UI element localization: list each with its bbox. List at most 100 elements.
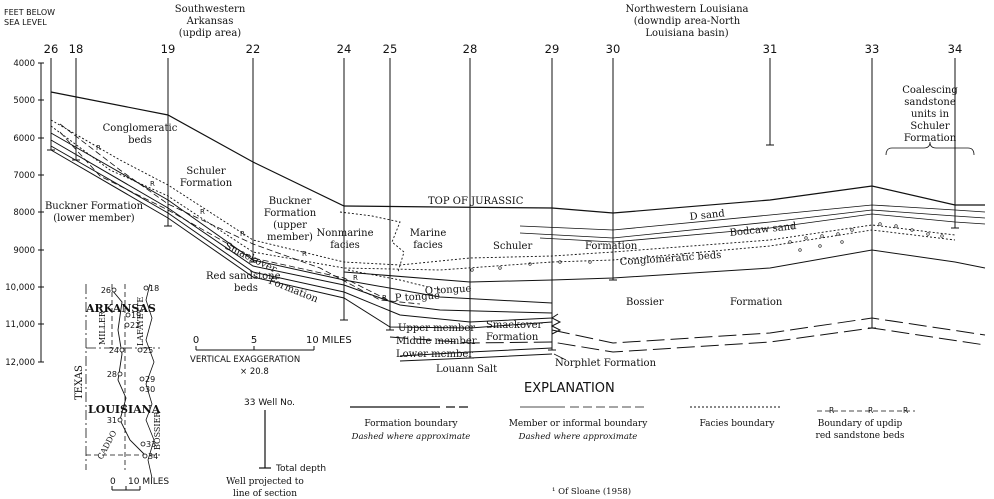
conglomerate-dot xyxy=(926,232,930,236)
axis-tick-label: 7000 xyxy=(13,171,35,181)
well-number: 18 xyxy=(69,42,84,56)
depth-axis: FEET BELOW SEA LEVEL 4000500060007000800… xyxy=(4,8,55,368)
svg-text:Smackover: Smackover xyxy=(486,320,543,331)
map-well-label: 18 xyxy=(149,284,159,293)
conglomerate-dot xyxy=(910,228,914,232)
svg-text:1: 1 xyxy=(791,224,795,231)
svg-text:Marine: Marine xyxy=(410,228,447,239)
coalescing-brace xyxy=(885,141,975,156)
conglomerate-dot xyxy=(470,268,474,272)
svg-text:(updip area): (updip area) xyxy=(179,28,242,39)
nw-region-title: Northwestern Louisiana xyxy=(626,4,749,15)
well-number: 25 xyxy=(383,42,398,56)
well-number: 24 xyxy=(337,42,352,56)
axis-tick-label: 9000 xyxy=(13,246,35,256)
svg-text:Schuler: Schuler xyxy=(493,241,532,252)
svg-text:VERTICAL EXAGGERATION: VERTICAL EXAGGERATION xyxy=(190,355,300,365)
map-well-dot xyxy=(140,441,146,447)
svg-text:units in: units in xyxy=(911,109,950,120)
r-symbol: R xyxy=(150,180,155,188)
svg-text:sandstone: sandstone xyxy=(904,97,956,108)
svg-text:Louisiana basin): Louisiana basin) xyxy=(645,28,728,39)
svg-text:Formation: Formation xyxy=(264,208,317,219)
r-symbol: R xyxy=(382,294,387,302)
svg-text:member): member) xyxy=(267,232,313,243)
conglomerate-dot xyxy=(558,260,562,264)
map-well-label: 31 xyxy=(107,416,117,425)
map-well-dot xyxy=(117,417,123,423)
svg-text:Middle member: Middle member xyxy=(396,336,477,347)
svg-text:Conglomeratic: Conglomeratic xyxy=(103,123,178,134)
map-well-label: 22 xyxy=(130,321,140,330)
svg-text:Louann Salt: Louann Salt xyxy=(436,364,497,375)
base-buckner-line xyxy=(50,132,553,304)
svg-text:P tongue: P tongue xyxy=(395,291,441,304)
bodcaw-line xyxy=(519,209,986,239)
svg-text:R: R xyxy=(829,406,834,415)
svg-text:× 20.8: × 20.8 xyxy=(240,367,269,377)
svg-text:10 MILES: 10 MILES xyxy=(128,477,169,487)
conglomerate-dot xyxy=(588,260,592,264)
map-well-dot xyxy=(139,386,145,392)
svg-text:Formation: Formation xyxy=(585,241,638,252)
axis-title-line2: SEA LEVEL xyxy=(4,18,47,27)
axis-title-line1: FEET BELOW xyxy=(4,8,55,17)
map-well-label: 28 xyxy=(107,370,117,379)
horizontal-scale: 0 5 10 MILES VERTICAL EXAGGERATION × 20.… xyxy=(190,335,352,377)
svg-text:Conglomeratic beds: Conglomeratic beds xyxy=(619,250,721,268)
svg-text:(lower member): (lower member) xyxy=(53,213,135,224)
region-headings: Southwestern Arkansas (updip area) North… xyxy=(175,4,749,39)
svg-text:facies: facies xyxy=(330,240,360,251)
svg-text:33 Well No.: 33 Well No. xyxy=(244,398,295,408)
svg-text:Schuler: Schuler xyxy=(186,166,225,177)
svg-text:Nonmarine: Nonmarine xyxy=(317,228,374,239)
conglomerate-dot xyxy=(836,232,840,236)
svg-text:Well projected to: Well projected to xyxy=(226,477,304,487)
explanation: EXPLANATION 33 Well No. Total depth Well… xyxy=(226,381,915,499)
smackover-base-line xyxy=(50,149,553,329)
map-well-dot xyxy=(124,322,130,328)
svg-text:Upper member: Upper member xyxy=(398,323,475,334)
map-well-dot xyxy=(117,371,123,377)
axis-tick-label: 11,000 xyxy=(5,320,35,330)
axis-ticks: 40005000600070008000900010,00011,00012,0… xyxy=(5,59,44,368)
conglomerate-dot xyxy=(498,266,502,270)
conglomerate-dot xyxy=(528,262,532,266)
well-number: 19 xyxy=(161,42,176,56)
formation-boundaries xyxy=(50,91,986,362)
svg-text:ARKANSAS: ARKANSAS xyxy=(85,302,156,315)
salt-line xyxy=(399,353,553,362)
well-number: 30 xyxy=(606,42,621,56)
axis-tick-label: 4000 xyxy=(13,59,35,69)
conglomerate-dot xyxy=(850,228,854,232)
top-of-jurassic-line xyxy=(50,91,985,214)
r-symbol: R xyxy=(96,144,101,152)
map-well-dot xyxy=(143,285,149,291)
svg-text:red sandstone beds: red sandstone beds xyxy=(816,431,905,441)
axis-tick-label: 6000 xyxy=(13,134,35,144)
map-well-label: 34 xyxy=(148,452,158,461)
axis-tick-label: 10,000 xyxy=(5,283,35,293)
svg-text:Buckner Formation: Buckner Formation xyxy=(45,201,144,212)
svg-text:5: 5 xyxy=(251,335,257,346)
louann-top-line xyxy=(389,327,986,353)
schuler-base-line xyxy=(343,249,986,283)
svg-text:R: R xyxy=(868,406,873,415)
section-line xyxy=(111,289,147,457)
svg-text:Dashed where approximate: Dashed where approximate xyxy=(518,432,638,442)
smackover-top-line xyxy=(50,139,553,314)
conglomerate-dot xyxy=(788,240,792,244)
r-symbol: R xyxy=(240,230,245,238)
formation-labels: Conglomeratic beds Schuler Formation Buc… xyxy=(45,85,958,375)
svg-text:D sand: D sand xyxy=(689,208,726,223)
svg-text:Bossier: Bossier xyxy=(626,297,664,308)
svg-text:10 MILES: 10 MILES xyxy=(306,335,352,346)
smackover-mid-line xyxy=(50,145,553,323)
well-number: 29 xyxy=(545,42,560,56)
sw-region-title: Southwestern xyxy=(175,4,246,15)
svg-text:Boundary of updip: Boundary of updip xyxy=(818,419,903,429)
well-number: 26 xyxy=(44,42,59,56)
well-number: 34 xyxy=(948,42,963,56)
svg-text:facies: facies xyxy=(413,240,443,251)
